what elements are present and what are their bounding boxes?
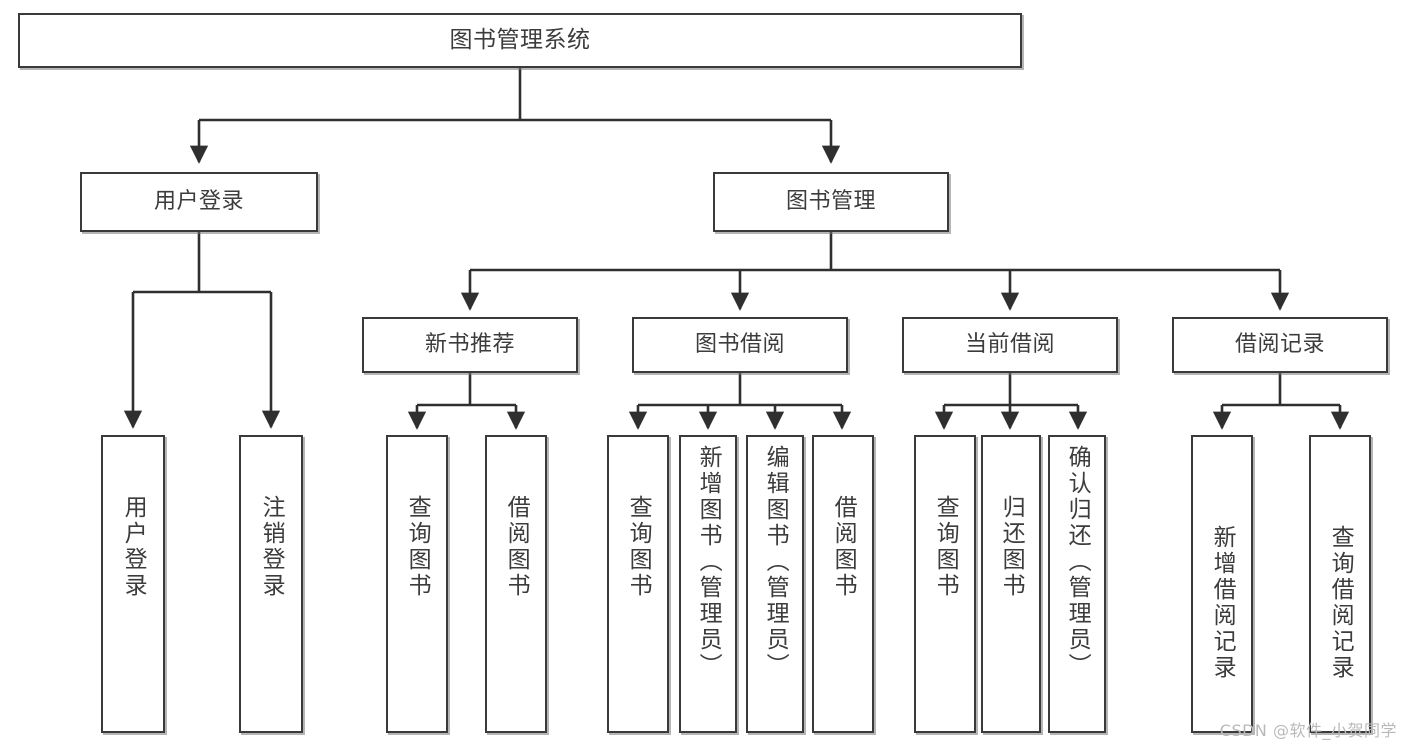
watermark-text: CSDN @软件_小贺同学 bbox=[1219, 721, 1397, 740]
node-label: 借阅图书 bbox=[830, 495, 857, 599]
node-borrow-record[interactable]: 借阅记录 bbox=[1172, 317, 1388, 373]
node-leaf-confirm-return-admin[interactable]: 确认归还（管理员） bbox=[1048, 435, 1106, 733]
node-leaf-query-borrow-record[interactable]: 查询借阅记录 bbox=[1309, 435, 1371, 733]
node-leaf-borrow-book-borrow[interactable]: 借阅图书 bbox=[812, 435, 874, 733]
node-label: 借阅记录 bbox=[1234, 331, 1325, 357]
node-current-borrow[interactable]: 当前借阅 bbox=[902, 317, 1118, 373]
node-label: 查询图书 bbox=[404, 495, 431, 599]
node-label: 新增借阅记录 bbox=[1209, 525, 1236, 681]
node-label: 用户登录 bbox=[153, 188, 244, 214]
node-new-book-recommend[interactable]: 新书推荐 bbox=[362, 317, 578, 373]
node-leaf-add-borrow-record[interactable]: 新增借阅记录 bbox=[1191, 435, 1253, 733]
node-leaf-add-book-admin[interactable]: 新增图书（管理员） bbox=[679, 435, 737, 733]
node-label: 注销登录 bbox=[258, 495, 285, 599]
node-user-login[interactable]: 用户登录 bbox=[80, 172, 318, 232]
node-label: 查询借阅记录 bbox=[1327, 525, 1354, 681]
node-leaf-query-book-recommend[interactable]: 查询图书 bbox=[386, 435, 448, 733]
node-root-book-management-system[interactable]: 图书管理系统 bbox=[18, 13, 1022, 68]
node-label: 新书推荐 bbox=[424, 331, 515, 357]
node-label: 确认归还（管理员） bbox=[1064, 445, 1091, 679]
node-leaf-return-book[interactable]: 归还图书 bbox=[981, 435, 1041, 733]
node-book-management[interactable]: 图书管理 bbox=[713, 172, 949, 232]
node-leaf-logout-login[interactable]: 注销登录 bbox=[239, 435, 303, 733]
node-label: 查询图书 bbox=[932, 495, 959, 599]
node-leaf-user-login[interactable]: 用户登录 bbox=[101, 435, 165, 733]
node-leaf-query-book-borrow[interactable]: 查询图书 bbox=[607, 435, 669, 733]
node-label: 查询图书 bbox=[625, 495, 652, 599]
node-leaf-borrow-book-recommend[interactable]: 借阅图书 bbox=[485, 435, 547, 733]
node-label: 用户登录 bbox=[120, 495, 147, 599]
node-label: 当前借阅 bbox=[964, 331, 1055, 357]
node-label: 图书管理系统 bbox=[449, 27, 591, 54]
node-book-borrow[interactable]: 图书借阅 bbox=[632, 317, 848, 373]
node-label: 编辑图书（管理员） bbox=[762, 445, 789, 679]
node-label: 新增图书（管理员） bbox=[695, 445, 722, 679]
node-label: 借阅图书 bbox=[503, 495, 530, 599]
node-label: 归还图书 bbox=[998, 495, 1025, 599]
node-label: 图书管理 bbox=[785, 188, 876, 214]
node-label: 图书借阅 bbox=[694, 331, 785, 357]
node-leaf-edit-book-admin[interactable]: 编辑图书（管理员） bbox=[746, 435, 804, 733]
node-leaf-query-book-current[interactable]: 查询图书 bbox=[914, 435, 976, 733]
